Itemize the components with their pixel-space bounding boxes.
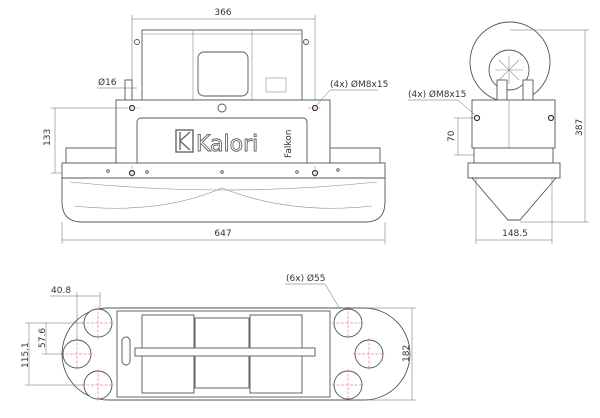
dim-148-5: 148.5 [502, 229, 528, 239]
brand-logo: Kalori [196, 132, 258, 157]
label-mount-holes: (4x) ØM8x15 [330, 79, 388, 90]
dim-387: 387 [575, 119, 585, 136]
model-name: Falkon [284, 130, 294, 158]
drip-tray [61, 177, 386, 223]
drain-pipe [124, 79, 133, 101]
side-label-mount-holes: (4x) ØM8x15 [408, 89, 466, 100]
dim-115-1: 115.1 [21, 342, 31, 368]
front-view: 366 Ø16 Kalori Falkon 133 [43, 8, 388, 244]
label-outlets: (6x) Ø55 [286, 273, 325, 284]
dim-40-8: 40.8 [51, 286, 71, 296]
dim-133: 133 [43, 129, 53, 146]
dim-57-6: 57.6 [38, 328, 48, 348]
dim-182: 182 [402, 345, 412, 362]
kalori-logo-icon [175, 129, 194, 153]
dim-366: 366 [214, 8, 231, 18]
label-pipe-diameter: Ø16 [98, 77, 117, 88]
side-view: 387 70 148.5 (4x) ØM8x15 [408, 21, 589, 244]
dim-647: 647 [214, 229, 231, 239]
side-drip-cone [471, 177, 557, 221]
outlet-holes [61, 307, 385, 401]
motor [197, 51, 249, 97]
top-view: 40.8 57.6 115.1 182 (6x) Ø55 [21, 273, 416, 401]
vent-band [473, 147, 554, 164]
side-body [471, 99, 556, 149]
left-wing [65, 147, 117, 164]
right-wing [329, 147, 381, 164]
side-tray-rim [467, 162, 561, 179]
dim-70: 70 [447, 130, 457, 142]
